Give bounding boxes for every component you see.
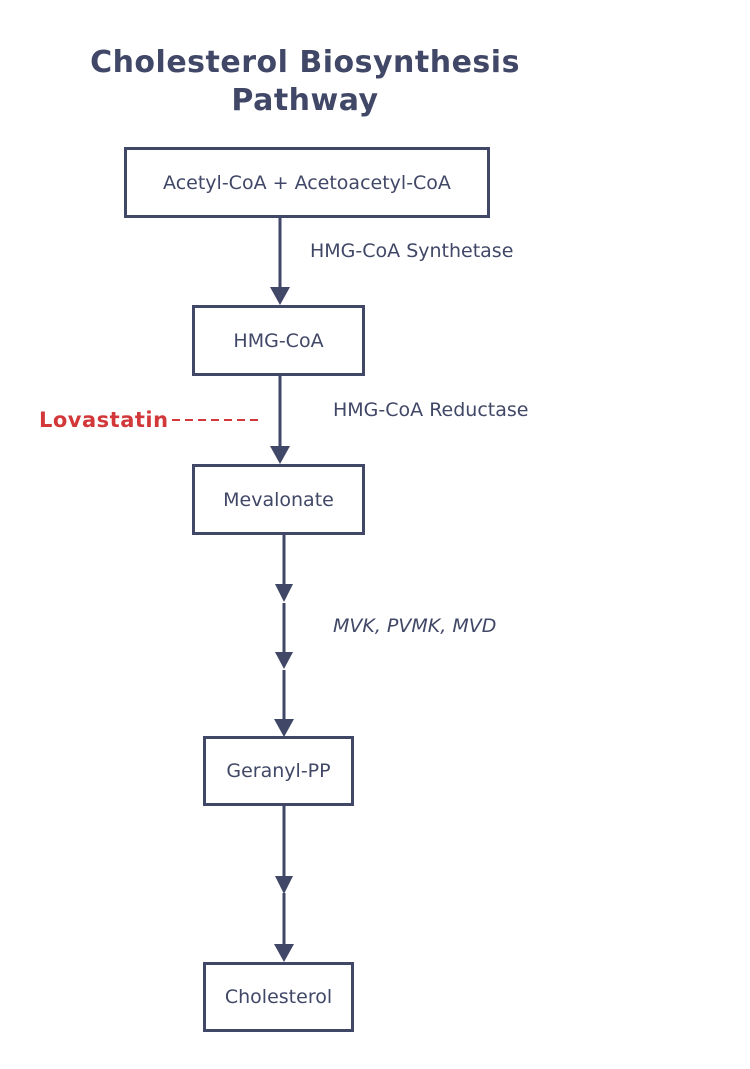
- arrowhead-mevalonate-step-1: [275, 584, 293, 602]
- arrowhead-mevalonate: [270, 446, 290, 464]
- enzyme-kinases: MVK, PVMK, MVD: [333, 615, 497, 637]
- arrowhead-mevalonate-step-2: [275, 652, 293, 669]
- arrowhead-geranyl-pp: [274, 719, 294, 737]
- node-mevalonate: Mevalonate: [192, 464, 365, 535]
- arrowhead-cholesterol: [274, 944, 294, 962]
- node-hmg-coa: HMG-CoA: [192, 305, 365, 376]
- enzyme-hmg-coa-reductase: HMG-CoA Reductase: [333, 399, 529, 421]
- arrowhead-hmg-coa: [270, 287, 290, 305]
- node-cholesterol: Cholesterol: [203, 962, 354, 1032]
- node-acetyl-coa: Acetyl-CoA + Acetoacetyl-CoA: [124, 147, 490, 218]
- diagram-title-line-2: Pathway: [231, 83, 379, 118]
- node-geranyl-pp: Geranyl-PP: [203, 736, 354, 806]
- arrowhead-geranyl-step-1: [275, 876, 293, 894]
- inhibitor-lovastatin: Lovastatin: [39, 408, 169, 432]
- enzyme-hmg-coa-synthetase: HMG-CoA Synthetase: [310, 240, 514, 262]
- diagram-title-line-1: Cholesterol Biosynthesis: [90, 45, 520, 80]
